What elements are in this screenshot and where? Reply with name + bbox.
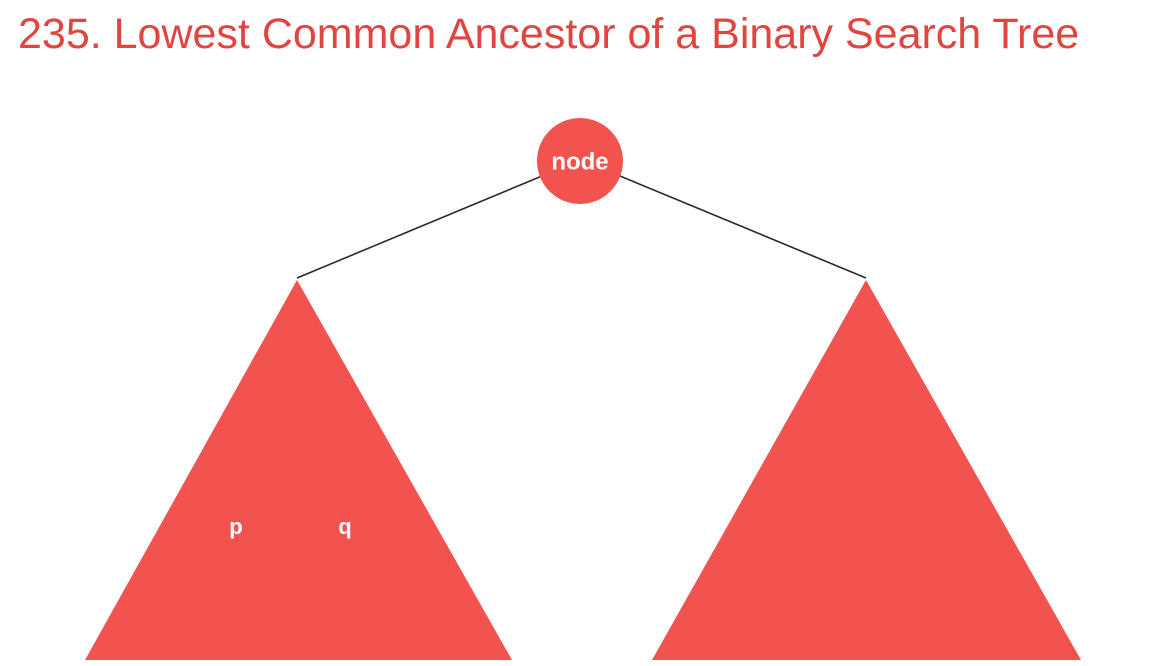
root-node [537,118,623,204]
page-title: 235. Lowest Common Ancestor of a Binary … [18,10,1080,58]
edge-root-left [296,175,543,279]
edge-root-right [619,175,867,279]
root-node-label: node [551,148,608,175]
p-label: p [229,514,242,539]
right-subtree [652,280,1081,660]
q-label: q [338,514,351,539]
left-subtree [85,280,512,660]
